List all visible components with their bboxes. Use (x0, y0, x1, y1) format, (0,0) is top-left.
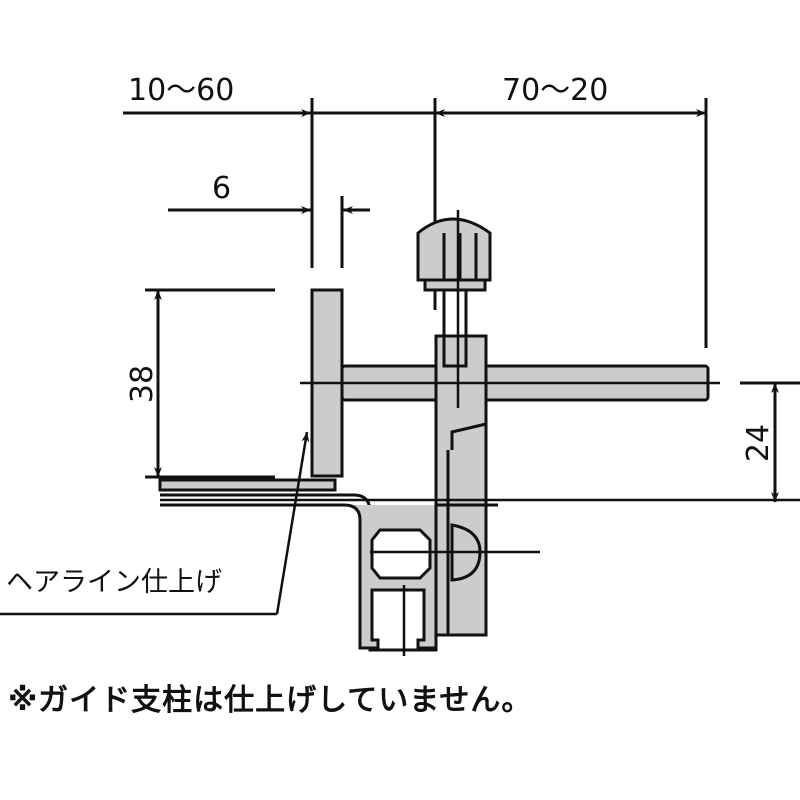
guide-post (434, 334, 488, 637)
assembly (158, 217, 710, 652)
dim-thickness: 6 (212, 171, 231, 206)
knob (416, 217, 492, 282)
callout-leader (0, 431, 310, 616)
hairline-finish-label: ヘアライン仕上げ (6, 567, 222, 598)
dim-top-right: 70～20 (502, 73, 608, 108)
dim-height-right: 24 (741, 424, 776, 462)
dim-top-left: 10～60 (128, 73, 234, 108)
dim-height-left: 38 (125, 365, 160, 403)
footnote: ※ガイド支柱は仕上げしていません。 (8, 683, 533, 718)
